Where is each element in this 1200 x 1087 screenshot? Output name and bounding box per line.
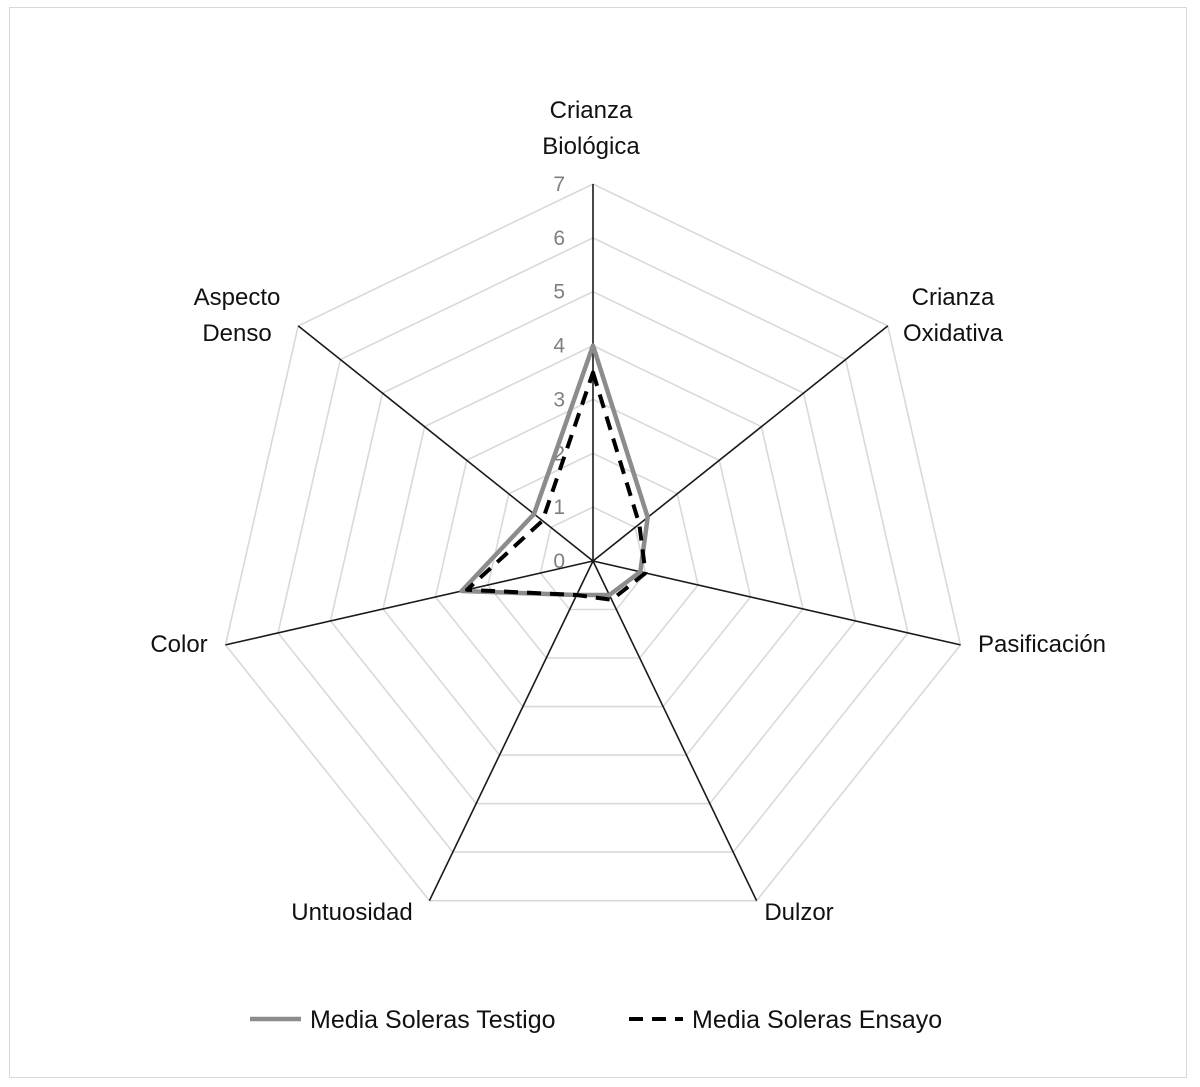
tick-label: 3 [553,388,565,411]
category-label: Pasificación [978,631,1106,658]
legend-label-ensayo: Media Soleras Ensayo [692,1006,942,1034]
grid-ring-7 [224,183,962,902]
tick-layer: 0 1 2 3 4 5 6 7 [553,173,565,573]
axis-spoke [428,560,594,902]
tick-label: 4 [553,335,565,358]
axis-spoke [592,560,961,646]
category-label: Untuosidad [291,899,412,926]
tick-label: 1 [553,496,565,519]
series-line-ensayo [465,370,648,602]
grid-ring-5 [329,290,857,805]
grid-ring-4 [382,344,804,756]
axis-spoke [297,325,594,562]
grid-ring-3 [434,398,752,708]
series-line-testigo [459,343,650,598]
grid-ring-2 [487,452,699,659]
chart-frame [9,7,1187,1078]
axis-layer [225,184,961,902]
tick-label: 7 [553,173,565,196]
tick-label: 6 [553,227,565,250]
category-label: Dulzor [764,899,833,926]
legend-label-testigo: Media Soleras Testigo [310,1006,556,1034]
axis-spoke [225,560,594,646]
tick-label: 0 [553,550,565,573]
grid-ring-6 [277,237,909,853]
grid-layer [224,183,962,902]
axis-spoke [592,560,758,902]
axis-spoke [592,325,889,562]
series-layer [459,343,650,602]
grid-ring-1 [539,506,647,611]
tick-label: 2 [553,442,565,465]
legend: Media Soleras Testigo Media Soleras Ensa… [250,1006,942,1034]
tick-label: 5 [553,281,565,304]
category-label: Color [150,631,207,658]
